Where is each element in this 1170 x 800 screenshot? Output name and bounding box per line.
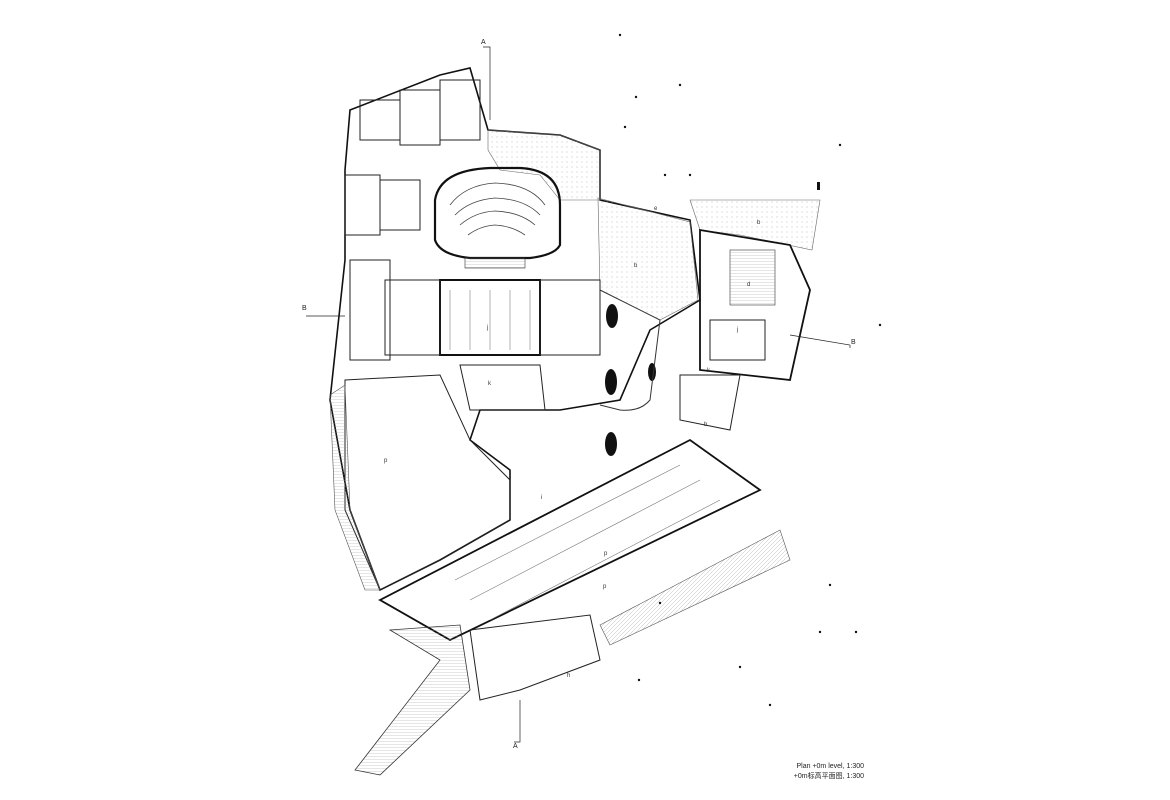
room-label-side: b xyxy=(704,422,708,428)
main-stage-block xyxy=(384,279,601,356)
room-label-parking-main: p xyxy=(604,551,608,557)
section-lines xyxy=(306,46,851,743)
section-b-left-label: B xyxy=(302,305,307,312)
left-lobby xyxy=(459,364,546,411)
plaza-edge xyxy=(599,289,661,411)
landscape-points xyxy=(618,33,882,707)
west-rooms xyxy=(344,79,481,361)
south-wing xyxy=(354,614,601,776)
room-label-plaza: i xyxy=(541,495,542,501)
room-label-right-hall: d xyxy=(747,282,750,288)
plaza-planters xyxy=(605,304,656,456)
caption-line-chinese: +0m标高平面图, 1:300 xyxy=(793,773,864,780)
east-foyer-area xyxy=(597,197,699,321)
room-label-right-stage: j xyxy=(736,327,738,333)
auditorium xyxy=(433,166,562,269)
section-b-right-label: B xyxy=(851,339,856,346)
room-label-service: h xyxy=(567,673,570,679)
caption-line-english: Plan +0m level, 1:300 xyxy=(796,763,864,770)
section-a-top-label: A xyxy=(481,39,486,46)
room-label-foyer: b xyxy=(634,263,638,269)
room-label-parking-lower: p xyxy=(603,584,607,590)
section-a-bottom-label: A xyxy=(513,743,518,750)
parking-west xyxy=(344,374,511,591)
room-label-left-lobby: k xyxy=(488,381,492,387)
north-east-marker xyxy=(817,182,820,190)
east-terrace-top xyxy=(689,199,821,251)
room-label-entry: e xyxy=(654,206,658,212)
room-label-foyer-top: b xyxy=(757,220,761,226)
plan-caption: Plan +0m level, 1:300 +0m标高平面图, 1:300 xyxy=(794,762,864,782)
west-ramp xyxy=(329,384,381,591)
room-label-right-lobby: k xyxy=(707,368,711,374)
room-label-main-stage: j xyxy=(486,325,488,331)
east-theatre xyxy=(679,228,811,431)
parking-garage xyxy=(378,438,791,646)
north-terrace xyxy=(487,129,601,201)
room-label-parking-west: p xyxy=(384,458,388,464)
